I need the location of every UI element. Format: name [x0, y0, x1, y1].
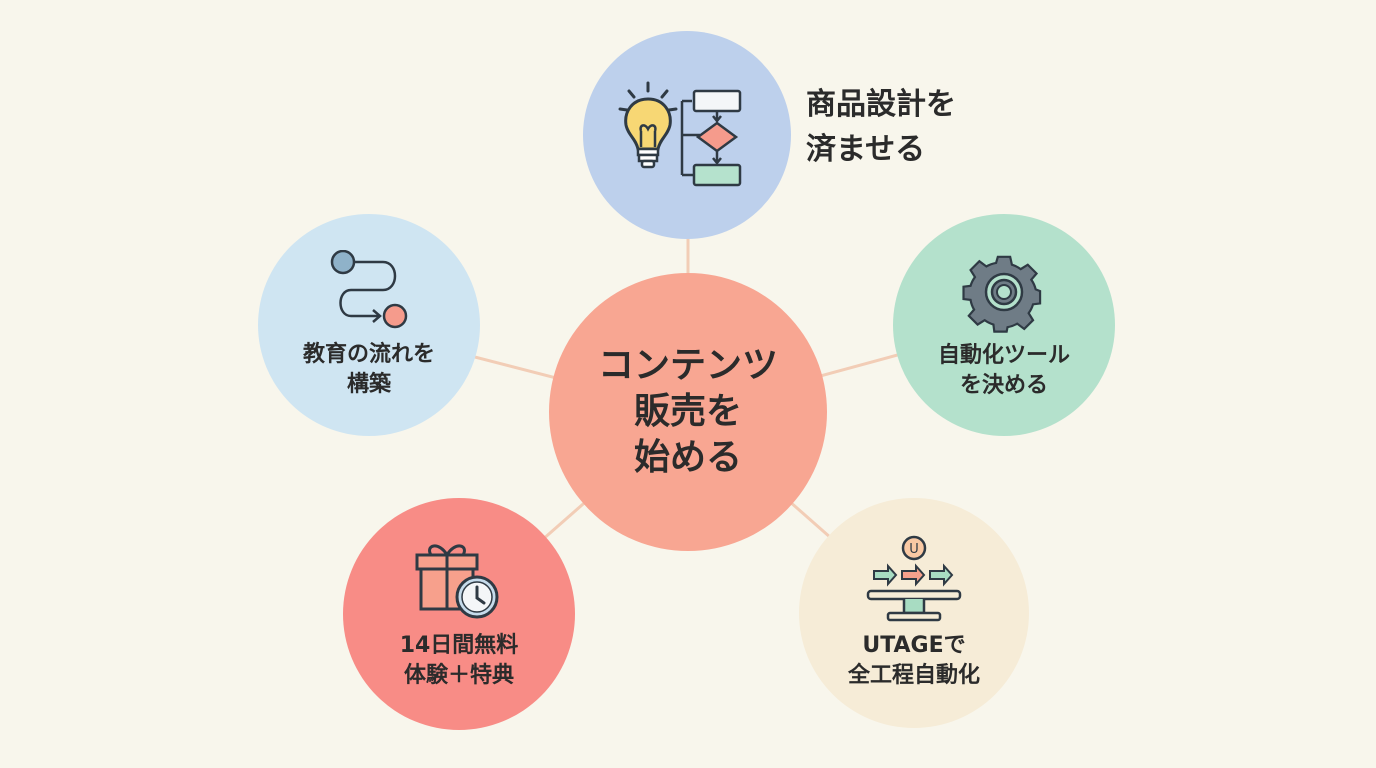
node-automation-tool-label: 自動化ツール を決める [937, 343, 1070, 398]
node-free-trial: 14日間無料 体験＋特典 [343, 498, 575, 730]
node-utage-automation-label: UTAGEで 全工程自動化 [847, 633, 980, 688]
center-node-label: コンテンツ 販売を 始める [597, 344, 778, 479]
utage-conveyor-icon: U [866, 536, 962, 622]
node-education-flow: 教育の流れを 構築 [258, 214, 480, 436]
node-education-flow-label: 教育の流れを 構築 [302, 342, 435, 397]
node-automation-tool: 自動化ツール を決める [893, 214, 1115, 436]
gear-icon [962, 256, 1042, 334]
node-product-design-label: 商品設計を 済ませる [806, 87, 956, 167]
lightbulb-flowchart-icon [618, 81, 742, 187]
flow-path-icon [330, 250, 408, 329]
node-product-design [583, 31, 791, 239]
node-free-trial-label: 14日間無料 体験＋特典 [399, 633, 519, 688]
utage-logo-letter: U [909, 542, 919, 557]
node-utage-automation: U UTAGEで 全工程自動化 [799, 498, 1029, 728]
gift-clock-icon [415, 544, 499, 619]
center-node: コンテンツ 販売を 始める [549, 273, 827, 551]
